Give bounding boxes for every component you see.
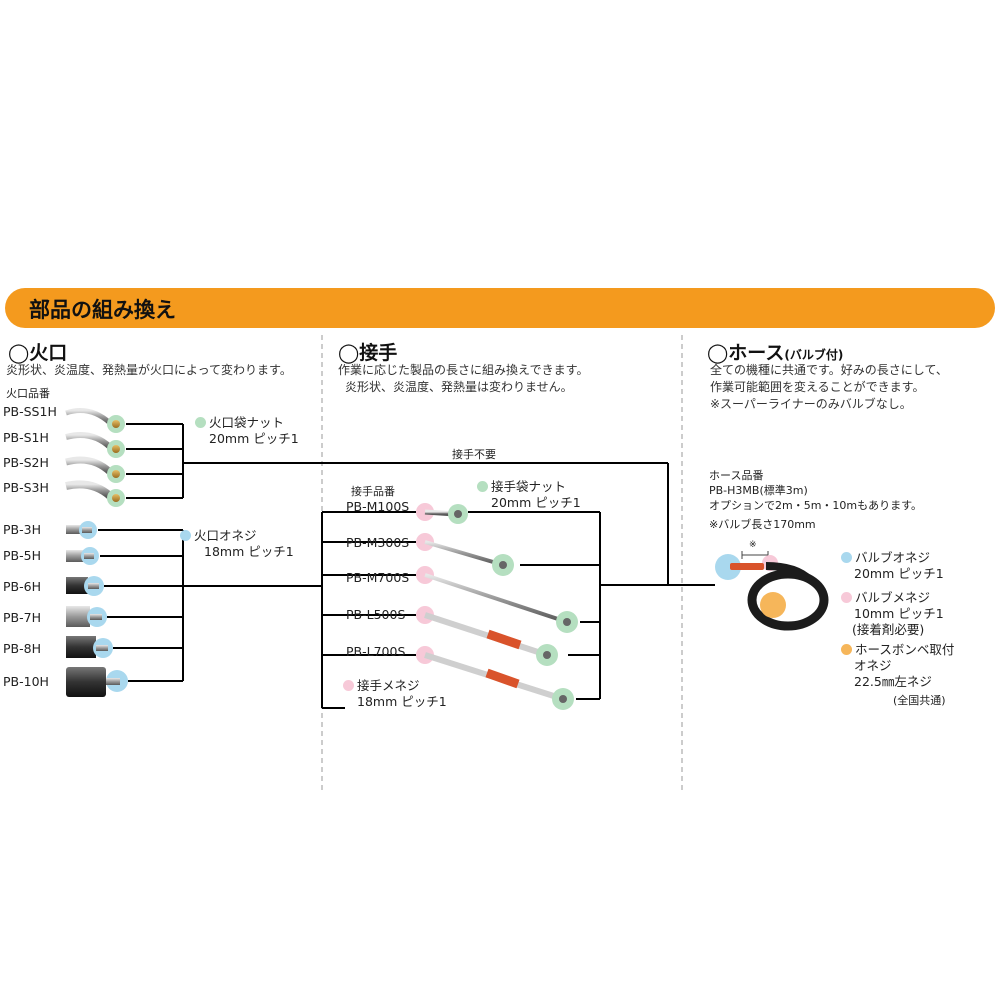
hose-part-no-label: ホース品番 <box>709 469 764 482</box>
hiku-nut-spec: 20mm ピッチ1 <box>209 431 299 446</box>
joint-model-l500s: PB-L500S <box>346 607 406 622</box>
hose-legend-valve-female: バルブメネジ 10mm ピッチ1 (接着剤必要) <box>841 590 944 638</box>
hose-options: オプションで2m・5m・10mもあります。 <box>709 499 923 512</box>
hiku-model-ss1h: PB-SS1H <box>3 404 57 419</box>
pink-dot-icon <box>841 592 852 603</box>
joint-description-2: 炎形状、炎温度、発熱量は変わりません。 <box>345 380 573 394</box>
hose-legend-2-line-1: オネジ <box>854 658 892 673</box>
hiku-model-5h: PB-5H <box>3 548 41 563</box>
hiku-model-s1h: PB-S1H <box>3 430 49 445</box>
hiku-nut-legend: 火口袋ナット 20mm ピッチ1 <box>195 415 299 447</box>
joint-model-m300s: PB-M300S <box>346 535 410 550</box>
section-banner: 部品の組み換え <box>5 288 995 328</box>
hiku-model-10h: PB-10H <box>3 674 49 689</box>
joint-bracket <box>321 511 715 709</box>
hiku-title: ◯火口 <box>8 342 68 364</box>
orange-dot-icon <box>841 644 852 655</box>
hose-title: ◯ホース(バルブ付) <box>707 338 843 365</box>
hose-valve-length: ※バルブ長さ170mm <box>709 518 816 531</box>
hiku-model-7h: PB-7H <box>3 610 41 625</box>
hose-common-note: (全国共通) <box>893 694 946 707</box>
hiku-description: 炎形状、炎温度、発熱量が火口によって変わります。 <box>6 363 292 377</box>
hose-legend-valve-male: バルブオネジ 20mm ピッチ1 <box>841 550 944 582</box>
hiku-screw-spec: 18mm ピッチ1 <box>204 544 294 559</box>
green-dot-icon <box>477 481 488 492</box>
hose-legend-2-line-2: 22.5㎜左ネジ <box>854 674 932 689</box>
joint-nut-spec: 20mm ピッチ1 <box>491 495 581 510</box>
joint-pipes <box>416 503 578 710</box>
hiku-model-6h: PB-6H <box>3 579 41 594</box>
hose-legend-cylinder: ホースボンベ取付 オネジ 22.5㎜左ネジ <box>841 642 954 690</box>
joint-nut-legend: 接手袋ナット 20mm ピッチ1 <box>477 479 581 511</box>
joint-female-spec: 18mm ピッチ1 <box>357 694 447 709</box>
hose-description-1: 全ての機種に共通です。好みの長さにして、 <box>710 363 948 377</box>
banner-title: 部品の組み換え <box>29 298 176 322</box>
hose-legend-1-line-2: (接着剤必要) <box>852 622 925 637</box>
hose-title-main: ◯ホース <box>707 342 785 364</box>
hiku-model-8h: PB-8H <box>3 641 41 656</box>
joint-not-required: 接手不要 <box>452 448 496 461</box>
joint-female-name: 接手メネジ <box>357 678 420 693</box>
joint-title: ◯接手 <box>338 342 398 364</box>
green-dot-icon <box>195 417 206 428</box>
hose-legend-0-line-0: バルブオネジ <box>855 550 931 565</box>
blue-dot-icon <box>841 552 852 563</box>
hose-description-3: ※スーパーライナーのみバルブなし。 <box>710 397 912 411</box>
hose-legend-1-line-1: 10mm ピッチ1 <box>854 606 944 621</box>
joint-female-legend: 接手メネジ 18mm ピッチ1 <box>343 678 447 710</box>
hiku-screw-legend: 火口オネジ 18mm ピッチ1 <box>180 528 294 560</box>
hose-description-2: 作業可能範囲を変えることができます。 <box>710 380 925 394</box>
nozzle-small-bracket <box>126 423 669 585</box>
hiku-screw-name: 火口オネジ <box>194 528 257 543</box>
nozzle-small-group <box>65 408 125 507</box>
hose-legend-1-line-0: バルブメネジ <box>855 590 931 605</box>
joint-model-m100s: PB-M100S <box>346 499 410 514</box>
hose-title-sub: (バルブ付) <box>784 348 844 362</box>
joint-model-m700s: PB-M700S <box>346 570 410 585</box>
hiku-part-no-label: 火口品番 <box>6 387 50 400</box>
hose-length-mark: ※ <box>749 540 757 550</box>
hose-illustration <box>715 551 829 631</box>
hose-legend-2-line-0: ホースボンベ取付 <box>855 642 955 657</box>
joint-description-1: 作業に応じた製品の長さに組み換えできます。 <box>338 363 589 377</box>
hiku-model-s2h: PB-S2H <box>3 455 49 470</box>
hiku-nut-name: 火口袋ナット <box>209 415 285 430</box>
hose-legend-0-line-1: 20mm ピッチ1 <box>854 566 944 581</box>
hose-part-no: PB-H3MB(標準3m) <box>709 484 808 497</box>
hiku-model-3h: PB-3H <box>3 522 41 537</box>
nozzle-large-group <box>66 521 128 697</box>
blue-dot-icon <box>180 530 191 541</box>
pink-dot-icon <box>343 680 354 691</box>
joint-nut-name: 接手袋ナット <box>491 479 567 494</box>
hiku-model-s3h: PB-S3H <box>3 480 49 495</box>
joint-model-l700s: PB-L700S <box>346 644 406 659</box>
joint-part-no-label: 接手品番 <box>351 485 395 498</box>
